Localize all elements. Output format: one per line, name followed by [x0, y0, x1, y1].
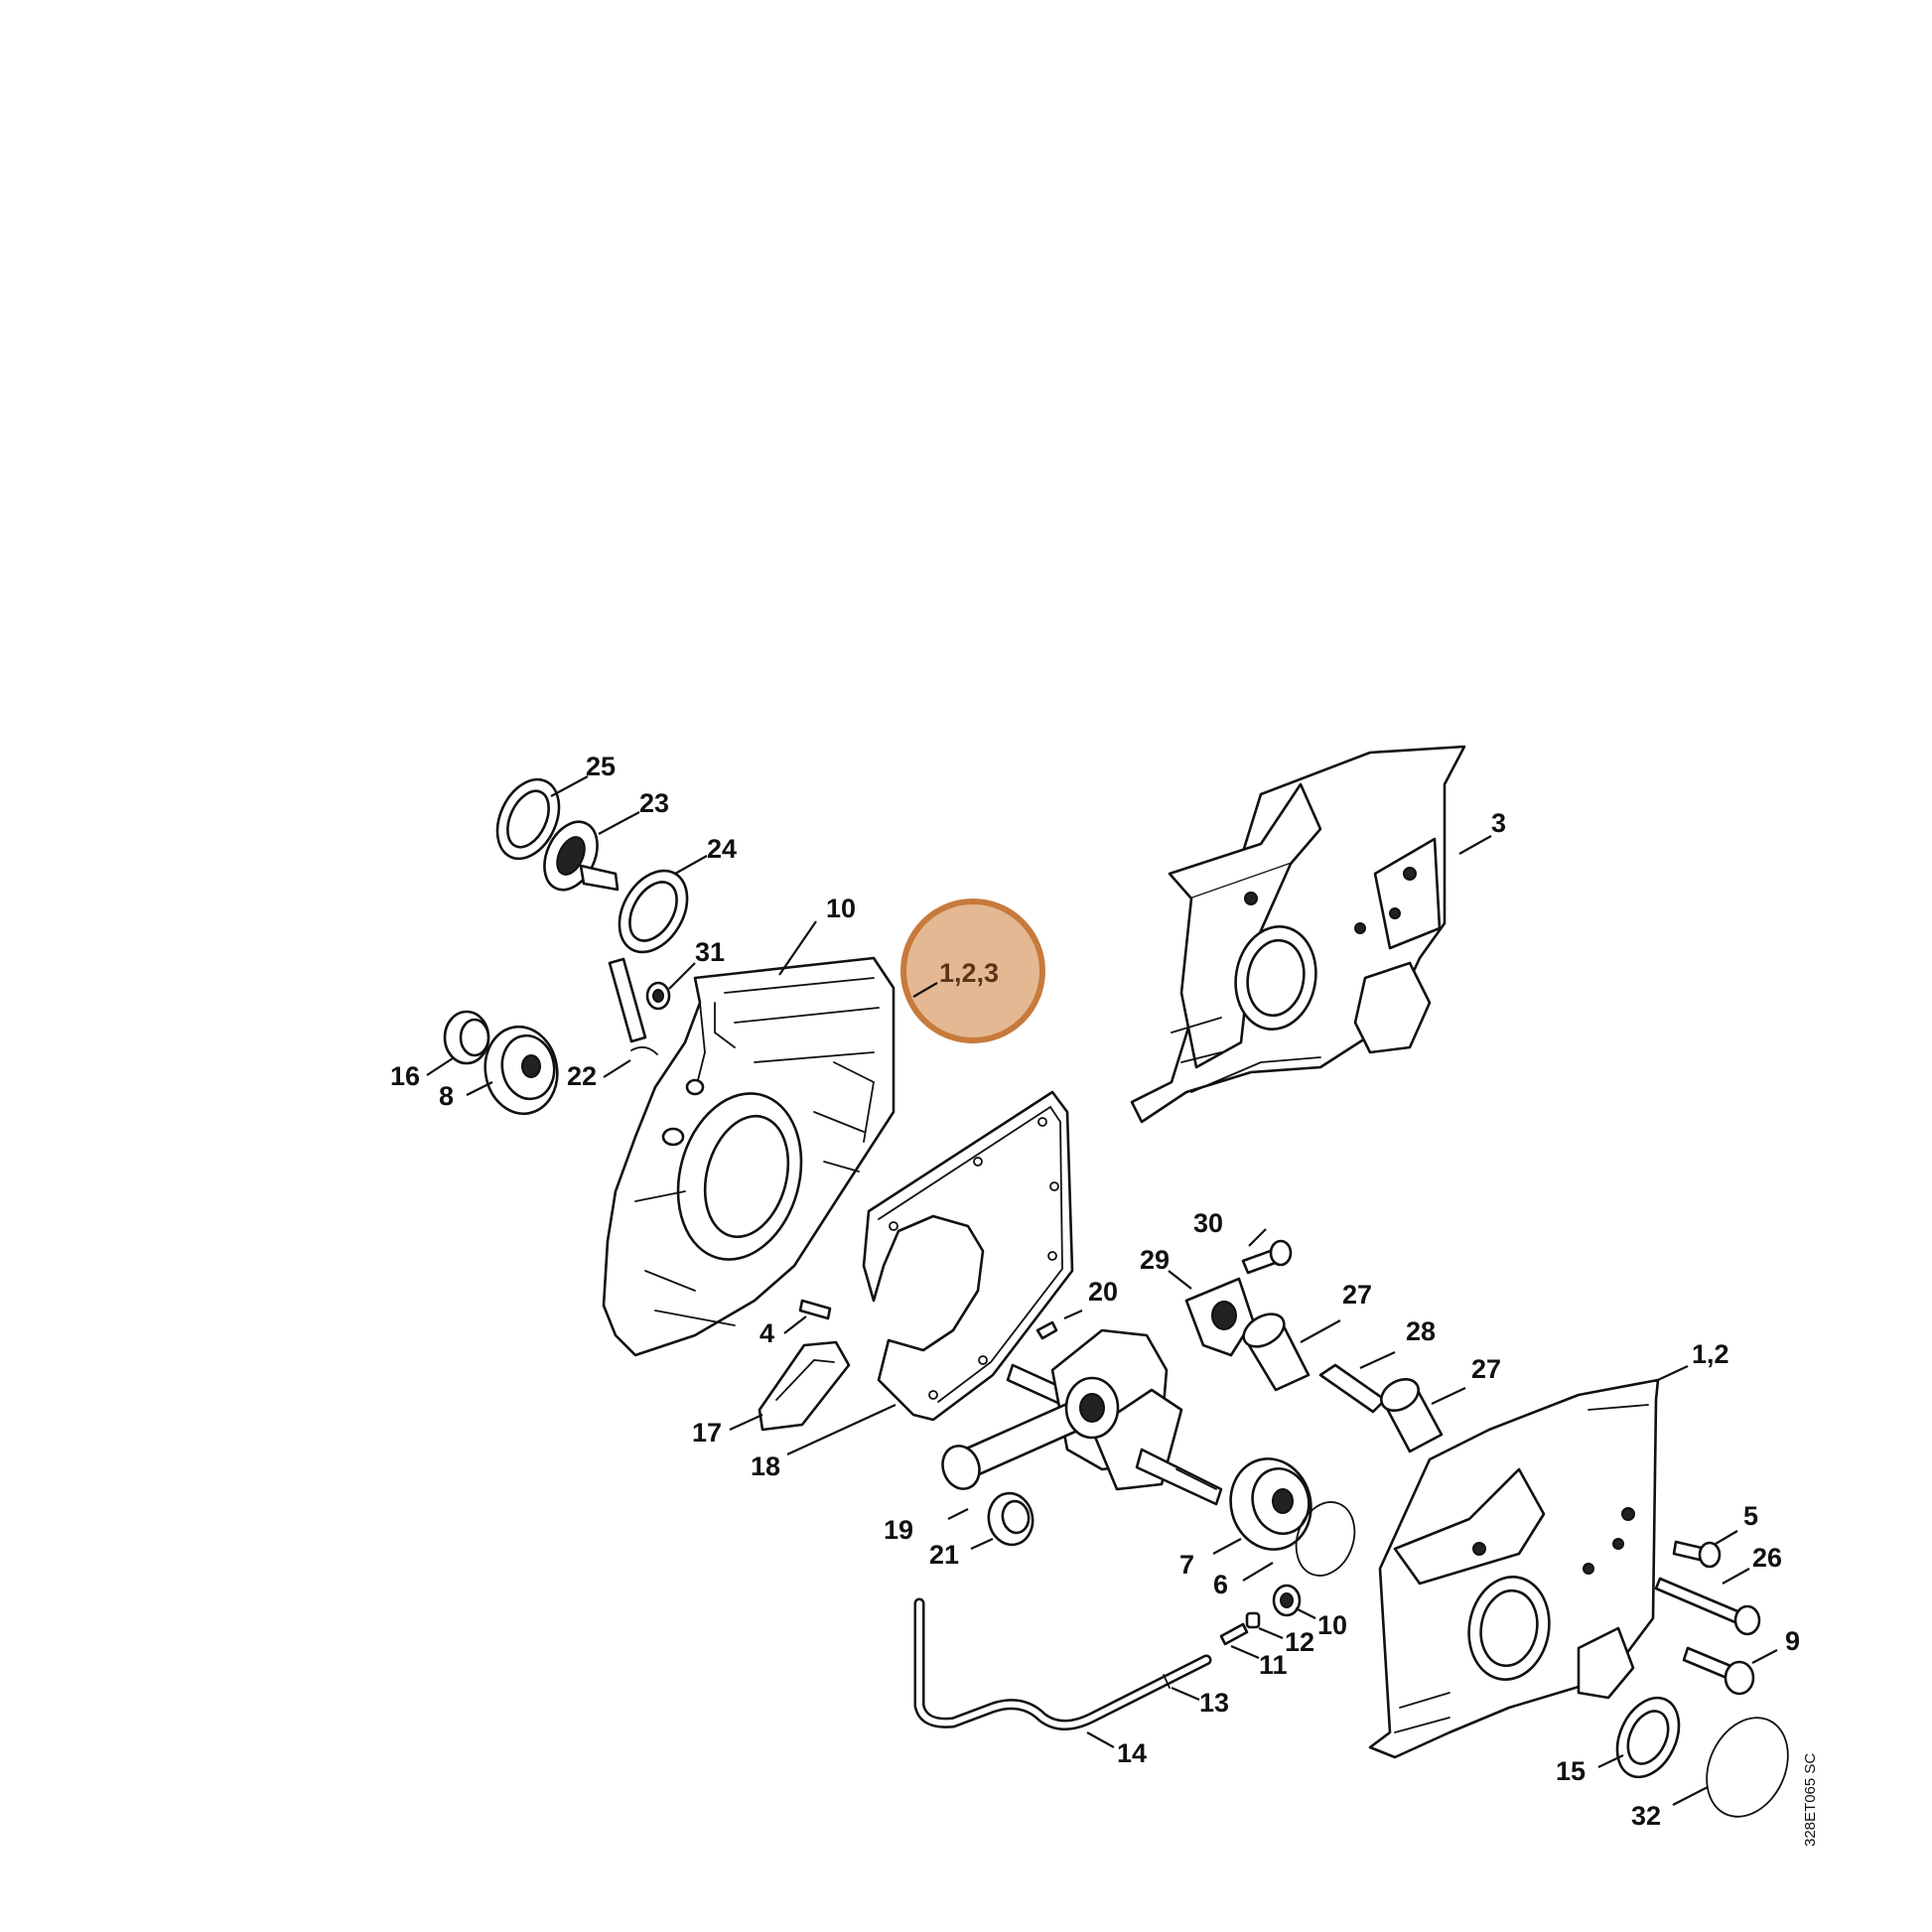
callout-17: 17	[692, 1418, 722, 1448]
callout-22: 22	[567, 1061, 597, 1091]
part-26-screw	[1654, 1577, 1761, 1636]
callout-7: 7	[1179, 1550, 1194, 1580]
callout-31: 31	[695, 937, 725, 967]
callout-10-upper: 10	[826, 894, 856, 923]
leader-lines	[426, 775, 1778, 1806]
callout-20: 20	[1088, 1277, 1118, 1307]
callout-12: 12	[1285, 1627, 1314, 1657]
part-31-nut	[645, 981, 671, 1011]
callout-19: 19	[884, 1515, 913, 1545]
callout-23: 23	[639, 788, 669, 818]
crankcase-part-3	[1130, 745, 1466, 1124]
callout-13: 13	[1199, 1688, 1229, 1718]
highlight-marker[interactable]: 1,2,3	[900, 898, 1045, 1043]
callout-11: 11	[1259, 1650, 1288, 1680]
callout-27-upper: 27	[1342, 1280, 1372, 1310]
crankshaft	[941, 1328, 1223, 1506]
part-21-needle-cage	[987, 1491, 1035, 1547]
callout-15: 15	[1556, 1756, 1586, 1786]
part-10-plug-lower	[1272, 1584, 1302, 1617]
callout-1-2: 1,2	[1692, 1339, 1729, 1369]
callout-16: 16	[390, 1061, 420, 1091]
part-23-shaft	[543, 820, 620, 892]
callout-5: 5	[1743, 1501, 1758, 1531]
callout-9: 9	[1785, 1626, 1800, 1656]
callout-14: 14	[1117, 1738, 1147, 1768]
part-16-ring	[443, 1010, 490, 1065]
callout-4: 4	[759, 1318, 774, 1348]
callout-29: 29	[1140, 1245, 1170, 1275]
part-24-washer	[618, 869, 689, 954]
part-32-disc	[1706, 1717, 1789, 1818]
part-7-bearing	[1229, 1457, 1312, 1551]
callout-18: 18	[751, 1451, 780, 1481]
part-27-sleeve-upper	[1242, 1312, 1311, 1392]
part-20-key	[1035, 1320, 1058, 1340]
part-15-seal	[1615, 1696, 1681, 1779]
crankcase-left-half	[602, 956, 896, 1357]
part-8-bearing	[483, 1025, 559, 1116]
callout-28: 28	[1406, 1316, 1436, 1346]
part-18-gasket	[862, 1090, 1074, 1422]
part-5-screw	[1672, 1540, 1722, 1569]
crankcase-part-1-2	[1368, 1378, 1660, 1759]
drawing-code: 328ET065 SC	[1802, 1753, 1819, 1847]
callout-26: 26	[1752, 1543, 1782, 1573]
callout-25: 25	[586, 752, 616, 781]
part-6-snap-ring	[1295, 1501, 1356, 1577]
part-13-14-line	[913, 1597, 1212, 1730]
callout-32: 32	[1631, 1801, 1661, 1831]
part-9-bolt	[1682, 1646, 1755, 1696]
callout-3: 3	[1491, 808, 1506, 838]
callout-21: 21	[929, 1540, 959, 1570]
part-12-fitting	[1245, 1611, 1261, 1629]
callout-labels: 25 23 24 10 31 16 8 22 4 17 18 3 30 29 2…	[390, 752, 1800, 1831]
highlight-circle[interactable]	[900, 898, 1045, 1043]
part-30-screw	[1241, 1239, 1293, 1275]
part-28-pin	[1318, 1363, 1387, 1414]
highlight-label: 1,2,3	[939, 958, 999, 988]
callout-8: 8	[439, 1081, 454, 1111]
callout-10-lower: 10	[1317, 1610, 1347, 1640]
part-17-deflector	[758, 1340, 851, 1432]
callout-24: 24	[707, 834, 737, 864]
part-11-nipple	[1219, 1622, 1249, 1646]
part-22-pin	[608, 957, 658, 1055]
part-25-washer	[495, 777, 561, 861]
callout-30: 30	[1193, 1208, 1223, 1238]
part-27-sleeve-lower	[1380, 1377, 1444, 1453]
callout-27-lower: 27	[1471, 1354, 1501, 1384]
callout-6: 6	[1213, 1570, 1228, 1599]
part-4-pin	[798, 1299, 832, 1320]
part-29-flange	[1184, 1277, 1255, 1357]
